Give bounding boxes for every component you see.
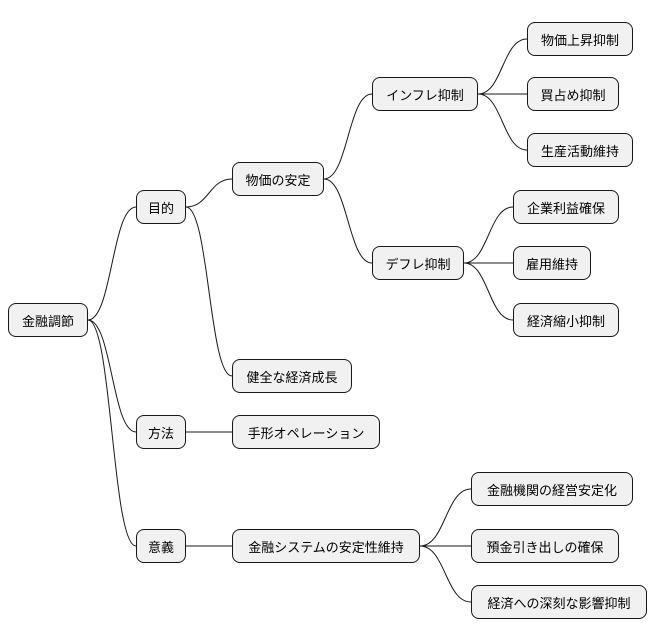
node-healthy-growth: 健全な経済成長 xyxy=(232,359,352,393)
connector-line xyxy=(419,545,472,603)
connector-line xyxy=(87,206,137,321)
connector-line xyxy=(463,206,514,264)
connector-line xyxy=(463,262,514,321)
node-bill-operation: 手形オペレーション xyxy=(232,415,380,449)
connector-line xyxy=(477,93,528,151)
connector-line xyxy=(323,93,373,180)
node-system-child: 金融機関の経営安定化 xyxy=(471,472,633,506)
node-inflation-child: 生産活動維持 xyxy=(527,133,633,167)
connector-line xyxy=(185,206,233,377)
connector-line xyxy=(87,319,137,433)
connector-line xyxy=(323,178,373,264)
node-system-child: 経済への深刻な影響抑制 xyxy=(471,585,647,619)
connector-line xyxy=(87,319,137,547)
node-deflation-control: デフレ抑制 xyxy=(372,246,464,280)
node-significance: 意義 xyxy=(136,529,186,563)
node-system-child: 預金引き出しの確保 xyxy=(471,529,619,563)
node-root: 金融調節 xyxy=(8,303,88,337)
node-inflation-child: 買占め抑制 xyxy=(527,77,619,111)
connector-line xyxy=(185,178,233,208)
node-deflation-child: 雇用維持 xyxy=(513,246,591,280)
node-deflation-child: 企業利益確保 xyxy=(513,190,619,224)
node-purpose: 目的 xyxy=(136,190,186,224)
node-financial-system-stability: 金融システムの安定性維持 xyxy=(232,529,420,563)
connector-line xyxy=(419,488,472,547)
node-method: 方法 xyxy=(136,415,186,449)
node-deflation-child: 経済縮小抑制 xyxy=(513,303,619,337)
node-price-stability: 物価の安定 xyxy=(232,162,324,196)
connector-line xyxy=(477,38,528,95)
node-inflation-control: インフレ抑制 xyxy=(372,77,478,111)
node-inflation-child: 物価上昇抑制 xyxy=(527,22,633,56)
